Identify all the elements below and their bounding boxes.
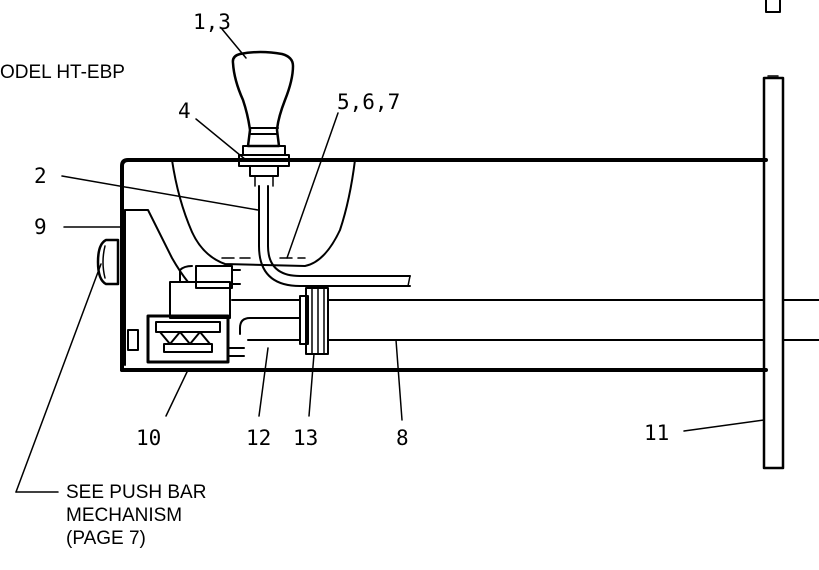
- end-plate: [762, 75, 785, 470]
- spindle-rod: [327, 299, 765, 341]
- bowl-body: [171, 159, 356, 267]
- callout-11: 11: [644, 421, 669, 445]
- note-line-1: SEE PUSH BAR: [66, 482, 206, 503]
- callout-9: 9: [34, 215, 47, 239]
- callout-1-3: 1,3: [193, 10, 231, 34]
- locknut: [238, 145, 290, 187]
- model-label: ODEL HT-EBP: [0, 62, 125, 83]
- callout-12: 12: [246, 426, 271, 450]
- note-line-3: (PAGE 7): [66, 528, 146, 549]
- valve-body: [169, 265, 301, 341]
- push-button: [96, 238, 120, 286]
- actuator-mechanism: [127, 314, 245, 364]
- callout-8: 8: [396, 426, 409, 450]
- coupling-nut: [299, 287, 329, 355]
- side-bracket: [124, 209, 189, 366]
- housing-channel: [120, 158, 768, 372]
- valve-tube: [258, 185, 411, 287]
- callout-2: 2: [34, 164, 47, 188]
- callout-10: 10: [136, 426, 161, 450]
- callout-13: 13: [293, 426, 318, 450]
- handle: [231, 50, 295, 148]
- spindle-rod-extension: [782, 299, 819, 341]
- leader-lines: [15, 28, 765, 493]
- callout-4: 4: [178, 99, 191, 123]
- note-line-2: MECHANISM: [66, 505, 182, 526]
- callout-5-6-7: 5,6,7: [337, 90, 400, 114]
- corner-box: [765, 0, 781, 13]
